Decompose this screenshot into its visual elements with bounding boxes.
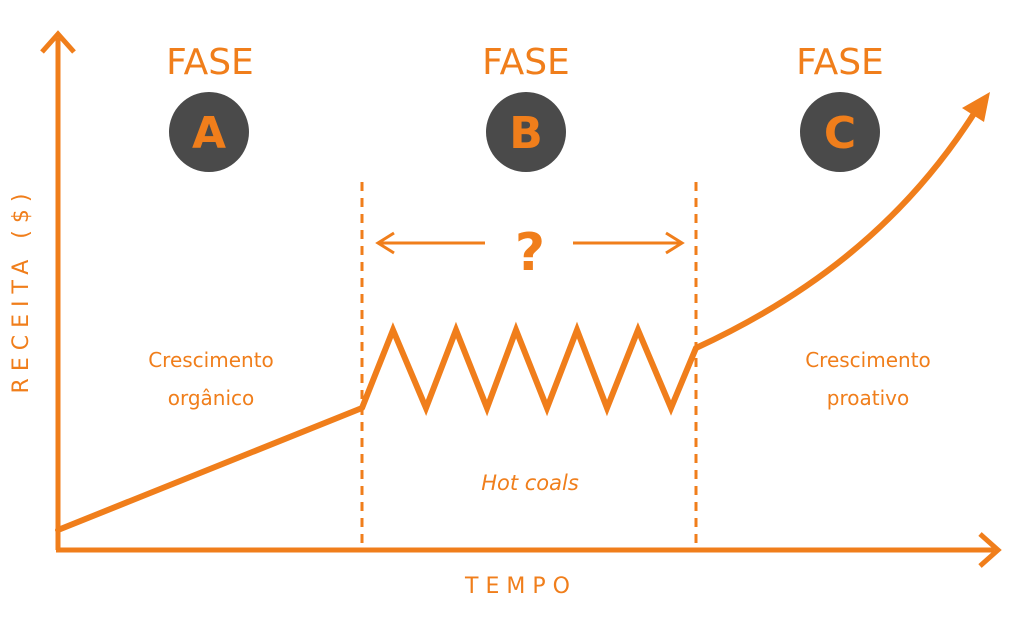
phase-a-letter: A	[192, 108, 226, 159]
uncertain-duration-arrow	[375, 231, 685, 255]
y-axis-label: RECEITA ($)	[9, 187, 34, 394]
phase-a-description-line1: Crescimento	[148, 348, 274, 372]
phase-c-description-line1: Crescimento	[805, 348, 931, 372]
phase-b-heading: FASE	[482, 42, 570, 83]
phase-b-letter: B	[509, 108, 543, 159]
phase-c-letter: C	[824, 108, 856, 159]
phase-c-badge: C	[800, 92, 880, 172]
curve-hot-coals-zigzag	[359, 321, 699, 417]
hot-coals-label: Hot coals	[481, 471, 579, 495]
curve-proactive-growth	[693, 109, 978, 351]
curve-arrowhead	[962, 92, 990, 122]
phase-a-heading: FASE	[166, 42, 254, 83]
phase-c-description-line2: proativo	[827, 386, 909, 410]
y-axis	[40, 30, 76, 550]
phase-a-badge: A	[169, 92, 249, 172]
curve-organic-growth	[55, 405, 365, 533]
question-mark: ?	[515, 223, 545, 283]
x-axis-label: TEMPO	[464, 574, 577, 599]
x-axis	[56, 532, 1002, 568]
phase-c-heading: FASE	[796, 42, 884, 83]
phase-a-description-line2: orgânico	[168, 386, 255, 410]
phase-b-badge: B	[486, 92, 566, 172]
